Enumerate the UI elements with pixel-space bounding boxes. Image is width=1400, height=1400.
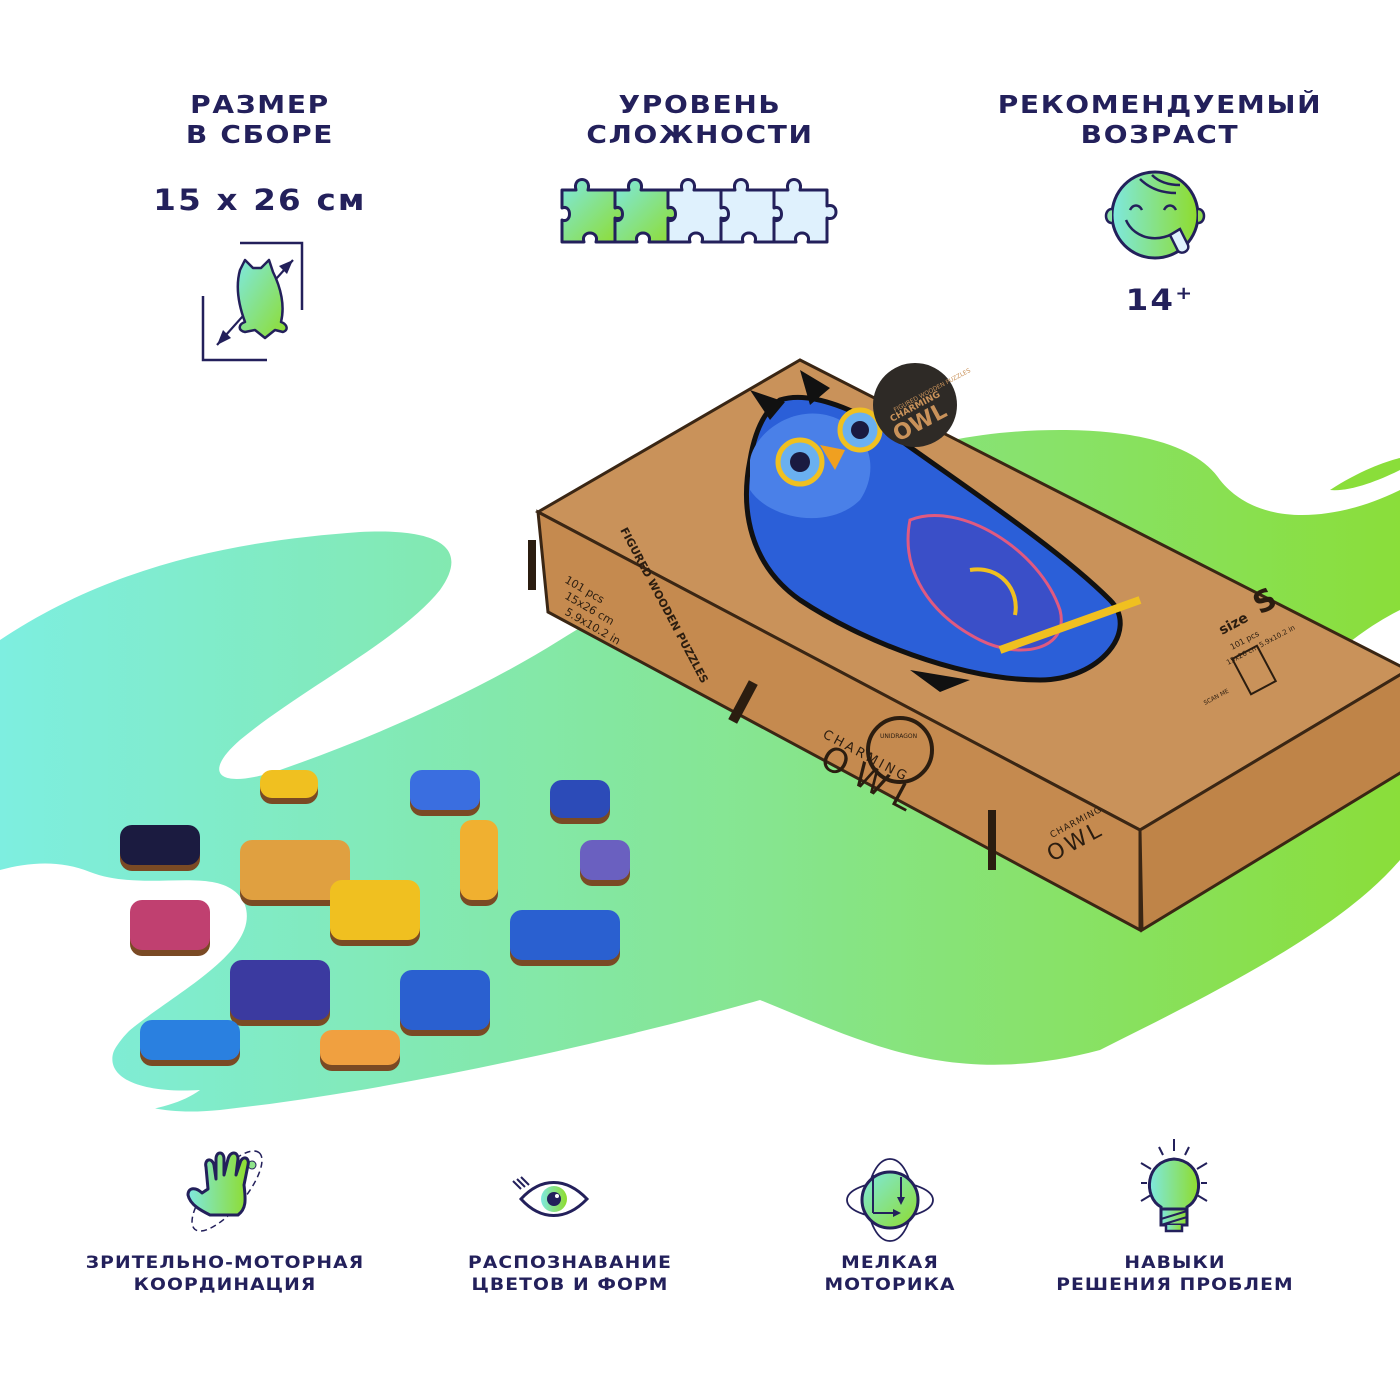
feature-2-line1: РАСПОЗНАВАНИЕ	[468, 1253, 672, 1273]
owl-puzzle-art	[744, 370, 1142, 692]
puzzle-piece	[580, 840, 630, 886]
size-value: 15 x 26 см	[153, 183, 367, 217]
feature-1-line2: КООРДИНАЦИЯ	[133, 1275, 317, 1295]
puzzle-piece	[320, 1030, 400, 1071]
difficulty-title-line1: УРОВЕНЬ	[618, 90, 782, 119]
puzzle-piece	[400, 970, 490, 1036]
eye-icon	[512, 1176, 590, 1217]
puzzle-piece	[410, 770, 480, 816]
difficulty-rating	[560, 178, 838, 244]
age-number: 14	[1125, 283, 1176, 317]
age-title-line2: ВОЗРАСТ	[1080, 120, 1240, 149]
puzzle-piece	[510, 910, 620, 966]
feature-2-line2: ЦВЕТОВ И ФОРМ	[471, 1275, 669, 1295]
lightbulb-icon	[1140, 1139, 1208, 1233]
puzzle-piece	[130, 900, 210, 956]
age-suffix: +	[1175, 283, 1195, 304]
orbit-globe-icon	[846, 1158, 934, 1242]
age-title-line1: РЕКОМЕНДУЕМЫЙ	[997, 90, 1323, 119]
puzzle-piece	[140, 1020, 240, 1066]
feature-4-label: НАВЫКИ РЕШЕНИЯ ПРОБЛЕМ	[1016, 1252, 1335, 1296]
brand-text: UNIDRAGON	[880, 733, 917, 740]
puzzle-piece	[550, 780, 610, 824]
puzzle-piece	[240, 840, 350, 906]
feature-3-label: МЕЛКАЯ МОТОРИКА	[780, 1252, 1000, 1296]
product-box: FIGURED WOODEN PUZZLES CHARMING OWL FIGU…	[528, 358, 1400, 933]
age-title: РЕКОМЕНДУЕМЫЙ ВОЗРАСТ	[936, 90, 1384, 150]
box-top-badge	[873, 363, 957, 447]
owl-dimensions-icon	[201, 241, 304, 362]
age-value: 14+	[1048, 283, 1272, 317]
size-title: РАЗМЕР В СБОРЕ	[114, 90, 405, 150]
puzzle-piece	[260, 770, 318, 804]
difficulty-title: УРОВЕНЬ СЛОЖНОСТИ	[532, 90, 868, 150]
qr-code	[1230, 644, 1278, 696]
box-end	[1138, 673, 1400, 933]
size-title-line2: В СБОРЕ	[185, 120, 335, 149]
difficulty-piece-empty	[772, 178, 838, 244]
feature-4-line2: РЕШЕНИЯ ПРОБЛЕМ	[1056, 1275, 1294, 1295]
feature-1-line1: ЗРИТЕЛЬНО-МОТОРНАЯ	[85, 1253, 365, 1273]
brand-seal	[866, 716, 934, 784]
splash-right-small	[1330, 458, 1400, 491]
puzzle-piece	[120, 825, 200, 871]
feature-1-label: ЗРИТЕЛЬНО-МОТОРНАЯ КООРДИНАЦИЯ	[44, 1252, 407, 1296]
feature-2-label: РАСПОЗНАВАНИЕ ЦВЕТОВ И ФОРМ	[427, 1252, 713, 1296]
feature-3-line1: МЕЛКАЯ	[841, 1253, 939, 1273]
difficulty-title-line2: СЛОЖНОСТИ	[586, 120, 814, 149]
puzzle-piece	[460, 820, 498, 906]
feature-4-line1: НАВЫКИ	[1124, 1253, 1226, 1273]
scattered-puzzle-pieces	[120, 770, 630, 1071]
puzzle-piece	[230, 960, 330, 1026]
size-title-line1: РАЗМЕР	[190, 90, 330, 119]
hand-icon	[186, 1150, 263, 1232]
feature-3-line2: МОТОРИКА	[824, 1275, 956, 1295]
puzzle-piece	[330, 880, 420, 946]
smiley-face-icon	[1104, 170, 1206, 260]
